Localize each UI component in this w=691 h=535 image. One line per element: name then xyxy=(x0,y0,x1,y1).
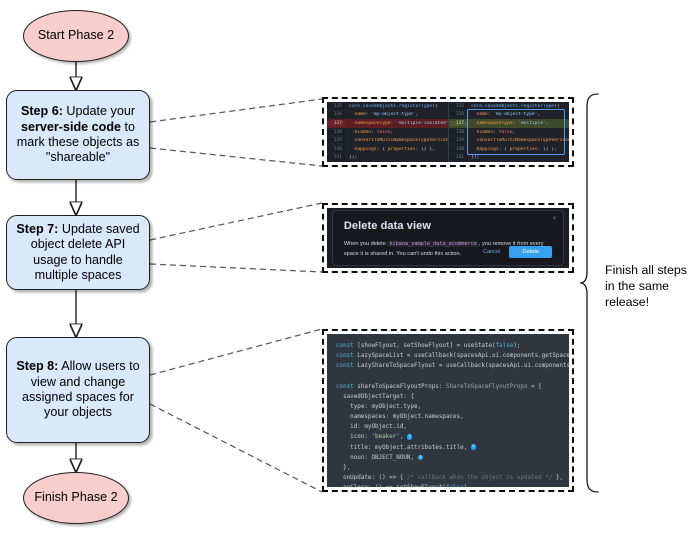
modal-body: When you delete kibana_sample_data_ecomm… xyxy=(343,241,544,257)
code-line: 136 name: 'my-object-type', xyxy=(449,111,569,120)
code-line: 138 hidden: false, xyxy=(449,128,569,137)
code-line: 140 mappings: { properties: {} }, xyxy=(449,145,569,154)
data-view-name: kibana_sample_data_ecommerce xyxy=(387,241,479,248)
code-line: 136 name: 'my-object-type', xyxy=(327,111,448,120)
screenshot-delete-modal[interactable]: × Delete data view When you delete kiban… xyxy=(322,203,574,273)
node-step8-label: Step 8: Allow users to view and change a… xyxy=(16,359,140,420)
code-line: 140 mappings: { properties: {} }, xyxy=(327,145,448,154)
node-start[interactable]: Start Phase 2 xyxy=(23,10,129,62)
code-line-added: 137 namespaceType: 'multiple', xyxy=(449,119,569,128)
node-step7-label: Step 7: Update saved object delete API u… xyxy=(16,221,140,282)
node-step6[interactable]: Step 6: Update your server-side code to … xyxy=(6,90,150,180)
node-finish-label: Finish Phase 2 xyxy=(34,490,118,505)
node-step8[interactable]: Step 8: Allow users to view and change a… xyxy=(6,337,150,443)
annotation-badge-3: 3 xyxy=(417,454,423,460)
cancel-button[interactable]: Cancel xyxy=(482,248,501,255)
node-step7[interactable]: Step 7: Update saved object delete API u… xyxy=(6,215,150,290)
code-line: 141}); xyxy=(327,154,448,162)
code-block: const [showFlyout, setShowFlyout] = useS… xyxy=(327,334,569,487)
code-line: 139 convertToMultiNamespaceTypeVersion: xyxy=(327,136,448,145)
modal-title: Delete data view xyxy=(343,220,432,233)
annotation-badge-2: 2 xyxy=(470,444,477,450)
release-note-line-2: in the same xyxy=(605,279,670,294)
code-line: 138 hidden: false, xyxy=(327,128,448,137)
delete-data-view-modal: × Delete data view When you delete kiban… xyxy=(331,210,565,266)
release-note: Finish all steps in the same release! xyxy=(605,262,689,310)
annotation-badge-1: 1 xyxy=(406,434,413,440)
code-line-removed: 137 namespaceType: 'multiple-isolated', xyxy=(327,119,448,128)
node-start-label: Start Phase 2 xyxy=(37,28,115,43)
screenshot-react-code[interactable]: const [showFlyout, setShowFlyout] = useS… xyxy=(322,329,574,492)
code-line: 141}); xyxy=(449,154,569,162)
release-note-line-3: release! xyxy=(605,295,650,310)
node-step6-label: Step 6: Update your server-side code to … xyxy=(16,104,140,165)
release-note-line-1: Finish all steps xyxy=(605,263,687,277)
close-icon[interactable]: × xyxy=(552,216,557,223)
delete-button[interactable]: Delete xyxy=(509,245,553,258)
node-finish[interactable]: Finish Phase 2 xyxy=(23,472,129,524)
code-line: 139 convertToMultiNamespaceTypeVersion: xyxy=(449,136,569,145)
